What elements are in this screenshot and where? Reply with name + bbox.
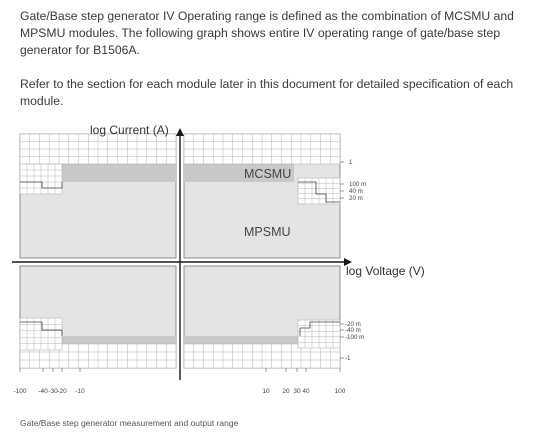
x-tick-label: 30 [293, 388, 301, 395]
y-tick-label: -20 m [345, 321, 361, 328]
y-tick-label: 40 m [349, 188, 363, 195]
x-axis-label: log Voltage (V) [346, 264, 425, 278]
y-tick-label: -1 [345, 355, 351, 362]
grid-upper-right [183, 133, 341, 165]
x-axis-arrow [344, 258, 352, 266]
step-outline-upper-right [298, 181, 340, 203]
figure-caption: Gate/Base step generator measurement and… [20, 418, 239, 428]
grid-mid-upper-left [19, 163, 63, 195]
reference-paragraph: Refer to the section for each module lat… [20, 77, 514, 108]
x-tick-label: 100 [335, 388, 346, 395]
intro-paragraph: Gate/Base step generator IV Operating ra… [20, 9, 514, 57]
y-tick-label: 1 [349, 159, 353, 166]
region-label-mpsmu: MPSMU [244, 225, 291, 239]
x-tick-label: -10 [75, 388, 85, 395]
step-outline-upper-left [20, 181, 63, 189]
x-tick-label: 40 [302, 388, 310, 395]
y-tick-label: -40 m [345, 327, 361, 334]
x-tick-label: -40 [38, 388, 48, 395]
y-axis-label: log Current (A) [90, 123, 169, 137]
y-tick-label: 20 m [349, 195, 363, 202]
y-axis-arrow [176, 128, 184, 136]
grid-upper-left [19, 133, 177, 165]
step-outline-lower-left [20, 321, 63, 336]
region-label-mcsmu: MCSMU [244, 167, 291, 181]
mcsmu-band-upper-left [62, 164, 176, 182]
y-tick-label: -100 m [345, 334, 364, 341]
x-tick-label: 20 [282, 388, 290, 395]
x-tick-label: -100 [13, 388, 26, 395]
grid-mid-lower-left [19, 317, 63, 351]
x-tick-label: -30 [48, 388, 58, 395]
mcsmu-band-upper-right [184, 164, 294, 182]
y-tick-label: 100 m [349, 181, 366, 188]
step-outline-lower-right [299, 321, 340, 336]
grid-mid-lower-right [297, 319, 341, 349]
x-tick-label: -20 [57, 388, 67, 395]
x-tick-label: 10 [262, 388, 270, 395]
